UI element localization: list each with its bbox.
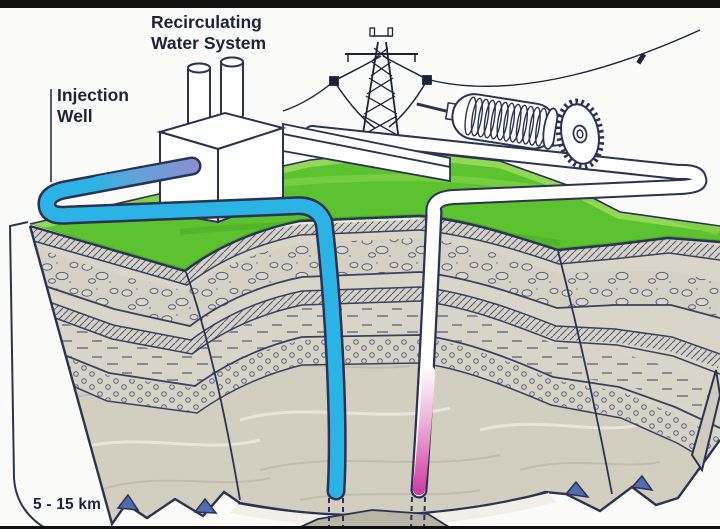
top-frame-bar bbox=[0, 0, 720, 8]
rock-notches bbox=[116, 474, 654, 514]
recirculating-water-system-label: Recirculating Water System bbox=[151, 12, 267, 54]
power-line-left bbox=[282, 81, 334, 112]
warm-inlet-pipe bbox=[91, 159, 199, 190]
power-line-right bbox=[429, 29, 701, 87]
production-well-pipe bbox=[412, 365, 436, 496]
depth-range-label: 5 - 15 km bbox=[33, 496, 102, 513]
injection-well-pipe bbox=[37, 156, 347, 501]
injection-well-label: Injection Well bbox=[57, 85, 129, 127]
turbine-generator-icon bbox=[416, 93, 605, 170]
power-plant-building-icon bbox=[156, 56, 287, 224]
bowl-floor-highlight bbox=[230, 492, 556, 527]
turbine-wheel-icon bbox=[555, 98, 605, 170]
rock-cross-section bbox=[28, 214, 720, 529]
depth-bracket-line bbox=[8, 221, 46, 529]
bottom-frame-bar bbox=[0, 526, 720, 529]
generator-coil bbox=[464, 96, 548, 147]
rock-flake bbox=[690, 369, 720, 473]
recirculating-pipe-loop bbox=[304, 125, 708, 499]
